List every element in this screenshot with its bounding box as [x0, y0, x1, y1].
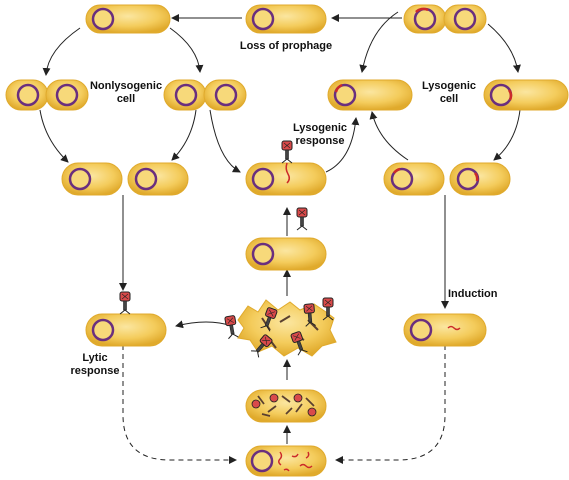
label-lysogenic-line2: cell — [439, 93, 459, 105]
arrow-left-cycle-2 — [169, 27, 204, 73]
label-lysogenic-response: Lysogenic response — [288, 122, 352, 148]
cell-nonlysogenic-dividing-left — [5, 79, 89, 111]
cell-phage-assembly — [245, 389, 327, 423]
cell-nonlysogenic-daughter-2 — [127, 162, 189, 196]
cell-induction — [403, 313, 487, 347]
cell-lytic — [85, 291, 167, 347]
arrow-lytic-dashed — [122, 345, 237, 464]
arrow-left-cycle-3 — [39, 109, 69, 163]
label-nonlysogenic-line1: Nonlysogenic — [89, 80, 163, 92]
label-lytic-response: Lytic response — [62, 352, 128, 378]
label-lysogenic-response-line1: Lysogenic — [293, 122, 347, 134]
cell-lysogenic-daughter-1 — [383, 162, 445, 196]
arrow-right-cycle-2 — [487, 23, 521, 73]
cell-infected — [245, 207, 327, 271]
arrow-burst-to-lytic — [175, 320, 233, 329]
label-nonlysogenic-cell: Nonlysogenic cell — [86, 80, 166, 106]
label-lysogenic-line1: Lysogenic — [422, 80, 476, 92]
cell-top-center — [245, 4, 327, 34]
label-lysogenic-response-line2: response — [295, 135, 345, 147]
label-lysogenic-cell: Lysogenic cell — [414, 80, 484, 106]
arrow-right-cycle-4 — [493, 109, 521, 161]
cell-phage-replication — [245, 445, 327, 477]
phage-icon — [224, 314, 239, 340]
arrows — [39, 11, 521, 464]
cell-lysogenic-right — [483, 79, 569, 111]
cell-lysis-burst — [224, 297, 337, 358]
label-lytic-response-line2: response — [70, 365, 120, 377]
phage-icon — [119, 291, 131, 315]
cell-nonlysogenic-dividing-right — [163, 79, 247, 111]
arrow-induction-dashed — [335, 345, 446, 464]
cell-lysogenic-left — [327, 79, 413, 111]
cell-top-left — [85, 4, 171, 34]
arrow-lysogenic-response-to-cell — [325, 117, 360, 173]
label-lytic-response-line1: Lytic — [82, 352, 108, 364]
cell-nonlysogenic-daughter-1 — [61, 162, 123, 196]
arrow-left-cycle-1 — [42, 27, 81, 76]
label-loss-of-prophage: Loss of prophage — [239, 40, 333, 52]
arrow-right-cycle-3 — [369, 111, 409, 161]
arrow-right-cycle-1 — [359, 11, 399, 73]
cell-lysogenic-daughter-2 — [449, 162, 511, 196]
label-induction: Induction — [448, 288, 498, 300]
cell-top-right-dividing — [403, 4, 487, 34]
arrow-to-lysogenic-response — [209, 109, 241, 173]
label-nonlysogenic-line2: cell — [116, 93, 136, 105]
phage-icon — [296, 207, 308, 231]
arrow-left-cycle-4 — [171, 109, 197, 161]
cell-lysogenic-response — [245, 140, 327, 196]
